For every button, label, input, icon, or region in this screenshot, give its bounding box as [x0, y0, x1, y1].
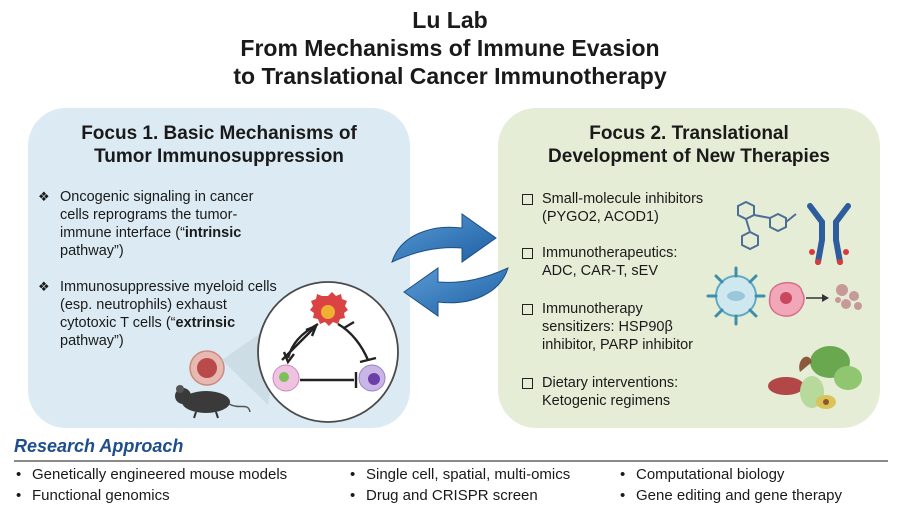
tumor-icon	[189, 350, 225, 386]
ketogenic-food-icon	[768, 346, 862, 409]
bullet-dot-icon: •	[16, 466, 22, 483]
focus1-item2-line1: Immunosuppressive myeloid cells	[60, 279, 277, 295]
research-approach-title: Research Approach	[14, 436, 184, 456]
focus2-item4-line1: Dietary interventions:	[542, 375, 679, 391]
checkbox-square-icon	[522, 194, 533, 205]
focus1-item2-line3: cytotoxic T cells (“extrinsic	[60, 314, 277, 332]
focus1-title-line2: Tumor Immunosuppression	[94, 146, 344, 167]
bullet-dot-icon: •	[620, 466, 626, 483]
bullet-dot-icon: •	[16, 487, 22, 504]
target-cancer-cell-icon	[768, 282, 805, 317]
right-curved-arrow-icon	[391, 213, 497, 263]
checkbox-square-icon	[522, 304, 533, 315]
focus2-item-immunotherapeutics: Immunotherapeutics: ADC, CAR-T, sEV	[522, 244, 678, 280]
intrinsic-keyword: intrinsic	[184, 225, 242, 241]
focus2-title: Focus 2. Translational Development of Ne…	[498, 122, 880, 168]
focus2-title-line1: Focus 2. Translational	[589, 123, 789, 144]
focus1-item1-line4: pathway”)	[60, 243, 124, 259]
focus2-item-sensitizers: Immunotherapy sensitizers: HSP90β inhibi…	[522, 300, 693, 354]
mouse-icon	[175, 385, 251, 419]
focus2-item1-line1: Small-molecule inhibitors	[542, 191, 704, 207]
focus1-item1-line3-pre: immune interface (“	[60, 225, 185, 241]
focus1-title-line1: Focus 1. Basic Mechanisms of	[81, 123, 357, 144]
title-line-1: Lu Lab	[412, 7, 488, 33]
focus2-item4-line2: Ketogenic regimens	[542, 393, 671, 409]
approach-col2-item1: Single cell, spatial, multi-omics	[366, 466, 571, 483]
diamond-bullet-icon: ❖	[38, 279, 50, 294]
title-line-3: to Translational Cancer Immunotherapy	[233, 63, 667, 89]
focus2-item2-line2: ADC, CAR-T, sEV	[542, 263, 659, 279]
inhibition-arrow-icon	[300, 320, 377, 388]
checkbox-square-icon	[522, 378, 533, 389]
neutrophil-cell-icon	[272, 364, 300, 392]
approach-col1-item2: Functional genomics	[32, 487, 170, 504]
focus1-item-intrinsic: ❖ Oncogenic signaling in cancer cells re…	[38, 188, 254, 260]
checkbox-square-icon	[522, 248, 533, 259]
focus1-item2-line4: pathway”)	[60, 333, 124, 349]
car-t-cell-icon	[706, 266, 766, 326]
title-line-2: From Mechanisms of Immune Evasion	[240, 35, 660, 61]
focus2-item-dietary: Dietary interventions: Ketogenic regimen…	[522, 374, 679, 410]
activation-arrow-icon	[281, 322, 319, 365]
bullet-dot-icon: •	[350, 487, 356, 504]
approach-col1-item1: Genetically engineered mouse models	[32, 466, 288, 483]
approach-item-drug-crispr: • Drug and CRISPR screen	[350, 487, 538, 505]
focus1-item1-line2: cells reprograms the tumor-	[60, 207, 238, 223]
focus2-title-line2: Development of New Therapies	[548, 146, 830, 167]
diamond-bullet-icon: ❖	[38, 189, 50, 204]
focus2-item3-line1: Immunotherapy	[542, 301, 643, 317]
focus1-title: Focus 1. Basic Mechanisms of Tumor Immun…	[28, 122, 410, 168]
focus2-panel: Focus 2. Translational Development of Ne…	[498, 108, 880, 428]
t-cell-icon	[358, 364, 386, 392]
tumor-microenvironment-circle	[257, 281, 399, 423]
left-curved-arrow-icon	[403, 267, 509, 317]
approach-item-mouse-models: • Genetically engineered mouse models	[16, 466, 288, 484]
extrinsic-keyword: extrinsic	[175, 315, 236, 331]
page-title: Lu Lab From Mechanisms of Immune Evasion…	[0, 6, 900, 90]
cancer-cell-icon	[310, 292, 348, 326]
bullet-dot-icon: •	[350, 466, 356, 483]
focus1-item2-line2: (esp. neutrophils) exhaust	[60, 297, 227, 313]
approach-item-gene-editing: • Gene editing and gene therapy	[620, 487, 842, 505]
focus1-item2-line3-pre: cytotoxic T cells (“	[60, 315, 176, 331]
focus2-item3-line3: inhibitor, PARP inhibitor	[542, 337, 693, 353]
approach-item-functional-genomics: • Functional genomics	[16, 487, 170, 505]
molecule-structure-icon	[737, 200, 797, 251]
focus2-item-small-molecule: Small-molecule inhibitors (PYGO2, ACOD1)	[522, 190, 704, 226]
focus2-item3-line2: sensitizers: HSP90β	[542, 319, 673, 335]
focus2-item2-line1: Immunotherapeutics:	[542, 245, 678, 261]
focus1-item-extrinsic: ❖ Immunosuppressive myeloid cells (esp. …	[38, 278, 277, 350]
approach-divider	[14, 460, 888, 462]
approach-col2-item2: Drug and CRISPR screen	[366, 487, 538, 504]
focus1-item1-line1: Oncogenic signaling in cancer	[60, 189, 254, 205]
approach-col3-item2: Gene editing and gene therapy	[636, 487, 842, 504]
focus2-item1-line2: (PYGO2, ACOD1)	[542, 209, 659, 225]
dead-cell-debris-icon	[835, 284, 862, 310]
antibody-icon	[807, 203, 851, 265]
focus1-item1-line3: immune interface (“intrinsic	[60, 224, 253, 242]
approach-item-computational: • Computational biology	[620, 466, 785, 484]
approach-item-single-cell: • Single cell, spatial, multi-omics	[350, 466, 571, 484]
approach-col3-item1: Computational biology	[636, 466, 785, 483]
bullet-dot-icon: •	[620, 487, 626, 504]
killing-arrow-icon	[806, 294, 829, 302]
